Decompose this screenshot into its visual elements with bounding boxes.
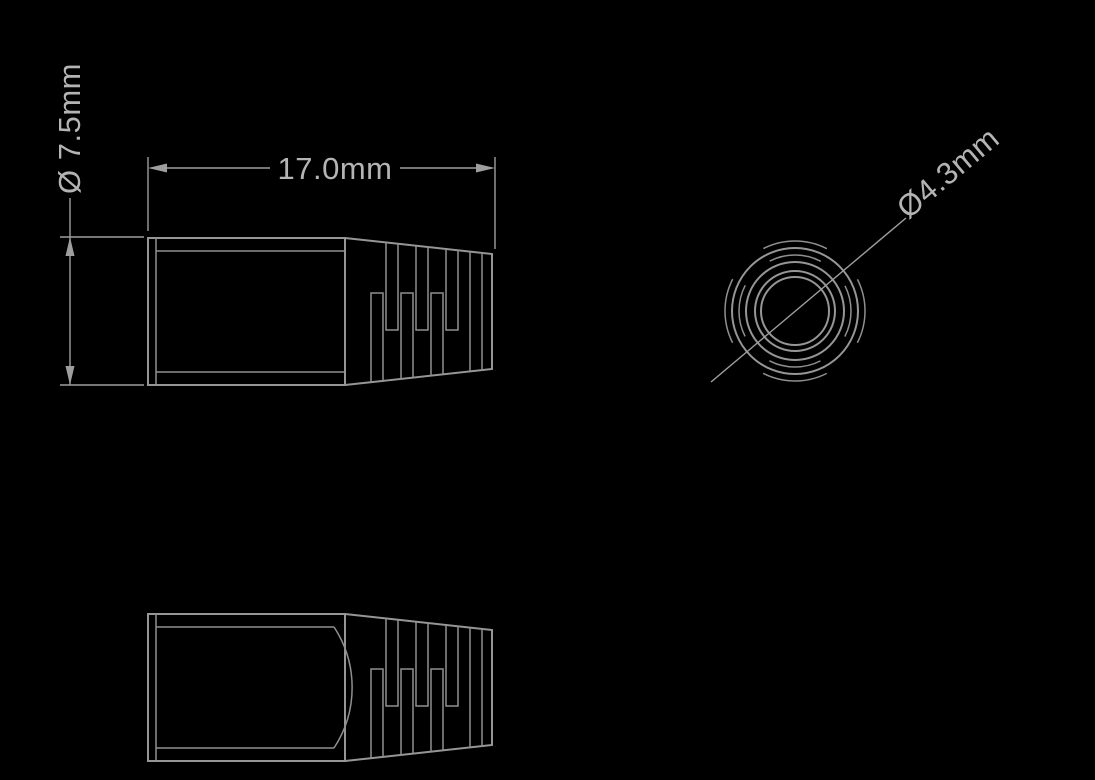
tail-rib-slot-bottom-1: [370, 292, 384, 383]
thread-circle-dashed-inner: [738, 254, 852, 368]
outer-diameter-dimension: Ø 7.5mm: [52, 63, 144, 386]
outer-diameter-label: Ø 7.5mm: [52, 63, 87, 194]
diameter-dim-arrow-top: [65, 237, 75, 256]
side-view-bottom: [147, 613, 493, 762]
tail-rib-slot-top-2: [415, 621, 429, 707]
end-face-circle-outer: [731, 247, 859, 375]
diameter-dim-arrow-bottom: [65, 366, 75, 385]
length-dim-arrow-left: [148, 163, 167, 173]
thread-circle-dashed-outer: [724, 240, 866, 382]
tail-rib-slot-bottom-3: [430, 668, 444, 752]
tail-rib-slot-top-2: [415, 245, 429, 331]
side-view-top: [147, 237, 493, 386]
bore-diameter-label: Ø4.3mm: [890, 120, 1006, 225]
bore-circle-inner: [760, 276, 830, 346]
tail-outline: [344, 237, 493, 386]
length-dim-arrow-right: [476, 163, 495, 173]
tail-outline: [344, 613, 493, 762]
tail-rib-slot-bottom-2: [400, 668, 414, 755]
tail-rib-slot-bottom-1: [370, 668, 384, 759]
cavity-dome-arc: [333, 626, 353, 749]
length-dimension: 17.0mm: [147, 151, 496, 249]
tail-rib-slot-top-1: [385, 618, 399, 707]
tail-rib-slot-top-3: [445, 249, 459, 331]
end-face-circle-inner: [745, 261, 845, 361]
end-view: Ø4.3mm: [710, 120, 1006, 383]
body-outline: [147, 613, 346, 762]
tail-rib-slot-top-1: [385, 242, 399, 331]
tail-rib-slot-bottom-2: [400, 292, 414, 379]
bore-circle-outer: [754, 270, 836, 352]
tail-rib-slot-top-3: [445, 625, 459, 707]
bore-leader-line: [710, 217, 907, 383]
body-outline: [147, 237, 346, 386]
length-label: 17.0mm: [278, 151, 393, 186]
tail-rib-slot-bottom-3: [430, 292, 444, 376]
